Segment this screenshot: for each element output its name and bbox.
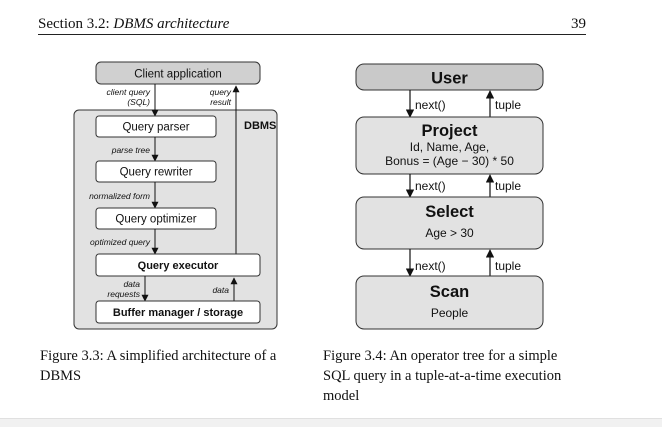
- section-title: DBMS architecture: [113, 16, 230, 32]
- optimized-query-label: optimized query: [90, 237, 151, 247]
- parse-tree-label: parse tree: [111, 145, 151, 155]
- data-label: data: [212, 285, 229, 295]
- client-application-label: Client application: [134, 69, 222, 81]
- header-rule: [38, 34, 586, 35]
- section-prefix: Section 3.2:: [38, 16, 110, 32]
- page-bottom-edge: [0, 418, 662, 427]
- select-title: Select: [425, 203, 474, 221]
- tuple-label-1: tuple: [495, 98, 521, 112]
- tuple-label-3: tuple: [495, 259, 521, 273]
- query-result-label: query: [210, 87, 232, 97]
- figure-3-3-caption: Figure 3.3: A simplified architecture of…: [40, 348, 277, 384]
- scan-table: People: [431, 306, 469, 320]
- buffer-manager-box: [95, 300, 261, 324]
- select-box: [355, 196, 544, 250]
- project-columns: Id, Name, Age,: [410, 140, 489, 154]
- next-label-3: next(): [415, 259, 446, 273]
- query-executor-label: Query executor: [138, 260, 219, 272]
- next-label-2: next(): [415, 179, 446, 193]
- user-label: User: [431, 70, 468, 88]
- query-rewriter-label: Query rewriter: [120, 167, 193, 179]
- figure-3-4-caption: Figure 3.4: An operator tree for a simpl…: [323, 348, 562, 404]
- data-requests-label: data: [123, 279, 140, 289]
- query-rewriter-box: [95, 160, 217, 183]
- section-heading: Section 3.2: DBMS architecture: [38, 14, 229, 34]
- project-bonus-expression: Bonus = (Age − 30) * 50: [385, 154, 514, 168]
- client-query-label: client query: [107, 87, 151, 97]
- running-header: Section 3.2: DBMS architecture 39: [38, 11, 586, 35]
- project-box: [355, 116, 544, 175]
- buffer-manager-label: Buffer manager / storage: [113, 307, 243, 319]
- query-parser-label: Query parser: [122, 122, 189, 134]
- scan-box: [355, 275, 544, 330]
- query-result-label-2: result: [210, 97, 231, 107]
- figure-3-4: User next() tuple Project Id, Name, Age,…: [355, 63, 544, 330]
- next-label-1: next(): [415, 98, 446, 112]
- query-parser-box: [95, 115, 217, 138]
- client-application-box: [95, 61, 261, 85]
- dbms-label: DBMS: [244, 120, 276, 132]
- query-executor-box: [95, 253, 261, 277]
- query-optimizer-label: Query optimizer: [115, 214, 196, 226]
- project-title: Project: [422, 122, 478, 140]
- page-number: 39: [571, 16, 586, 32]
- figure-3-3: DBMS Client application client query (SQ…: [73, 61, 278, 330]
- client-query-sql-label: (SQL): [127, 97, 150, 107]
- user-box: [355, 63, 544, 91]
- tuple-label-2: tuple: [495, 179, 521, 193]
- scan-title: Scan: [430, 283, 469, 301]
- data-requests-label-2: requests: [107, 289, 140, 299]
- select-predicate: Age > 30: [425, 226, 474, 240]
- normalized-form-label: normalized form: [89, 191, 150, 201]
- query-optimizer-box: [95, 207, 217, 230]
